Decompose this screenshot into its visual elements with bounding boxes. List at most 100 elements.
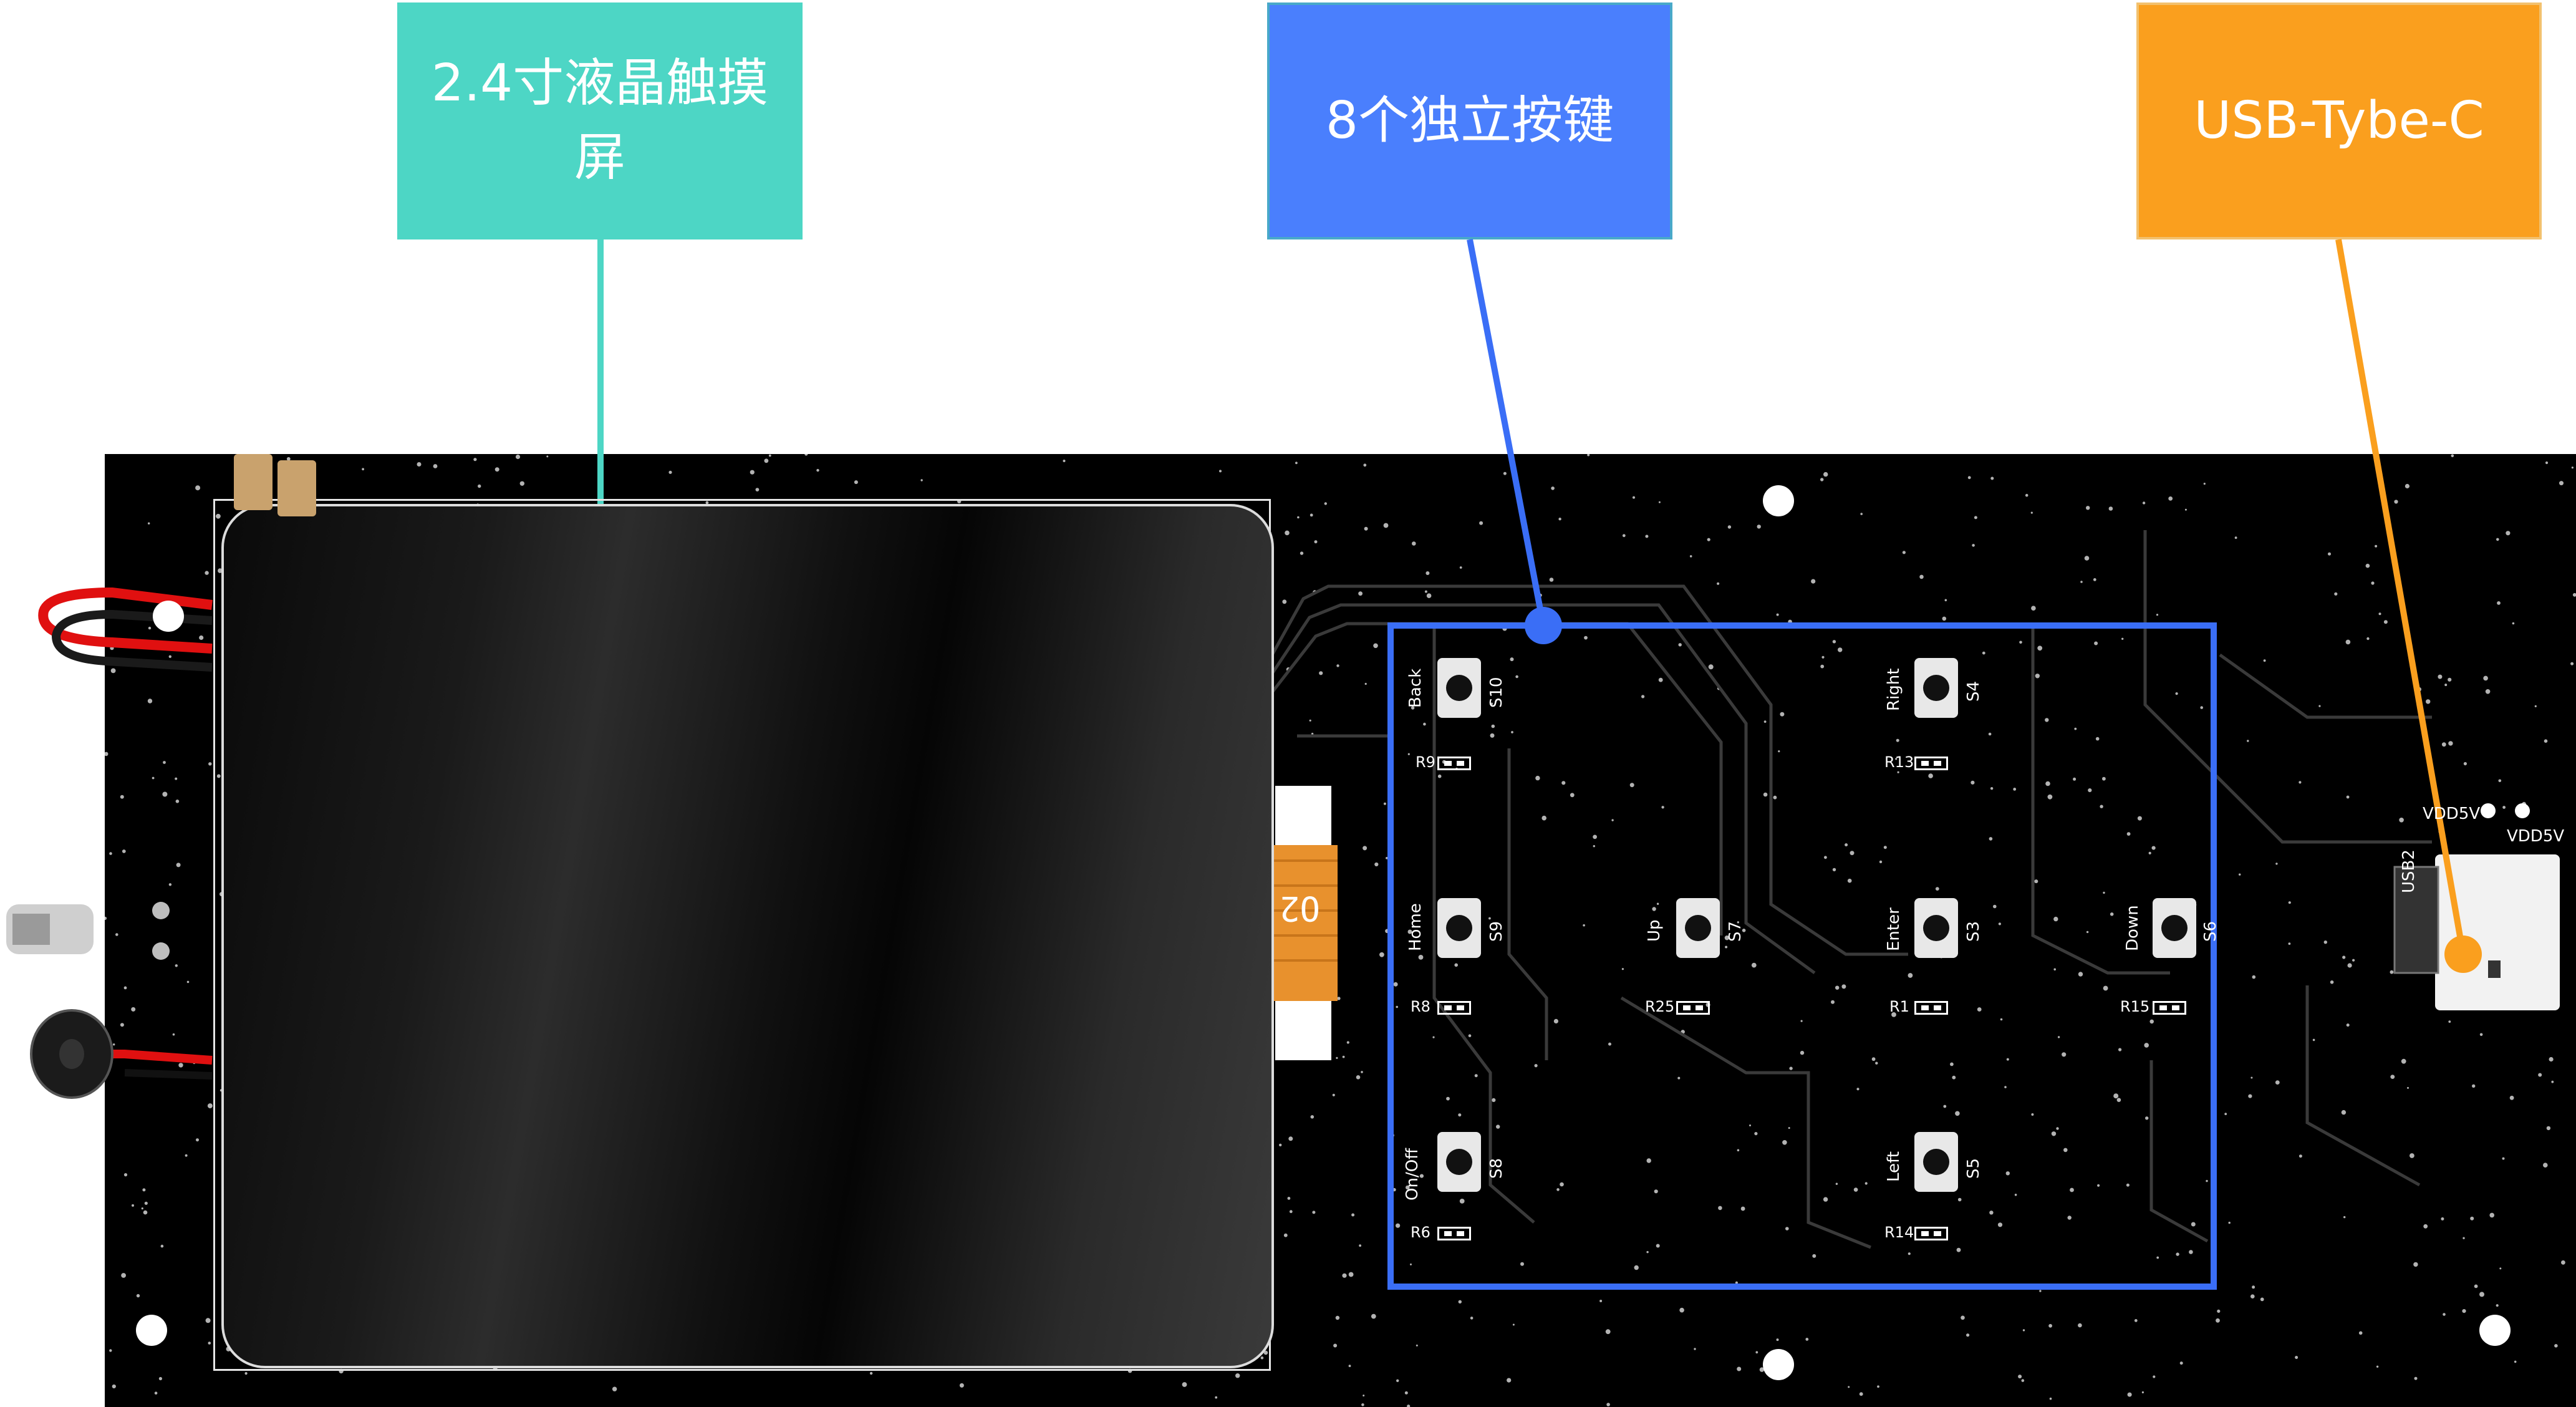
board-speckle	[1989, 1211, 1994, 1215]
board-speckle	[2365, 563, 2370, 568]
board-speckle	[2538, 1073, 2542, 1077]
board-speckle	[1454, 963, 1458, 967]
board-speckle	[2014, 1194, 2017, 1196]
board-speckle	[2019, 641, 2022, 644]
board-speckle	[2295, 1356, 2299, 1359]
board-speckle	[1295, 462, 1298, 465]
button-on-off[interactable]	[1437, 1132, 1481, 1192]
board-speckle	[2031, 1113, 2034, 1116]
board-speckle	[1629, 783, 1634, 788]
button-label: On/Off	[1403, 1148, 1422, 1201]
board-speckle	[1972, 544, 1975, 547]
board-speckle	[2037, 645, 2043, 651]
button-enter[interactable]	[1914, 898, 1958, 958]
board-speckle	[2127, 1392, 2132, 1397]
board-speckle	[2094, 641, 2098, 645]
board-speckle	[168, 883, 172, 886]
board-speckle	[1823, 1197, 1828, 1202]
button-right[interactable]	[1914, 658, 1958, 718]
board-speckle	[1379, 952, 1384, 957]
board-speckle	[2394, 500, 2398, 504]
board-speckle	[2378, 612, 2381, 616]
lcd-screen	[221, 504, 1274, 1368]
board-speckle	[2438, 674, 2443, 679]
board-speckle	[2252, 975, 2256, 979]
board-speckle	[1908, 1252, 1911, 1255]
board-speckle	[148, 626, 152, 630]
board-speckle	[1864, 1182, 1868, 1185]
board-speckle	[417, 462, 422, 467]
resistor	[1437, 757, 1471, 770]
board-speckle	[2078, 1323, 2082, 1328]
usb-net-label: VDD5V	[2507, 827, 2565, 846]
resistor-ref: R14	[1884, 1224, 1914, 1241]
board-speckle	[2144, 1043, 2149, 1048]
board-speckle	[1919, 574, 1924, 579]
board-speckle	[2110, 912, 2114, 916]
board-speckle	[2405, 483, 2410, 489]
board-speckle	[1312, 1211, 1316, 1214]
resistor	[1914, 1001, 1948, 1015]
board-speckle	[1707, 538, 1710, 541]
board-speckle	[1287, 1197, 1291, 1200]
board-speckle	[1490, 702, 1493, 705]
board-speckle	[115, 933, 118, 936]
board-speckle	[768, 454, 771, 457]
board-speckle	[2342, 955, 2346, 959]
button-down[interactable]	[2153, 898, 2196, 958]
board-speckle	[1583, 924, 1585, 927]
board-speckle	[2390, 970, 2394, 974]
board-speckle	[1740, 1206, 1745, 1211]
board-speckle	[2189, 1250, 2193, 1254]
board-speckle	[1860, 513, 1863, 515]
resistor-ref: R9	[1416, 753, 1435, 771]
switch-ref: S7	[1726, 921, 1745, 942]
board-speckle	[1977, 1007, 1982, 1012]
button-left[interactable]	[1914, 1132, 1958, 1192]
button-back[interactable]	[1437, 658, 1481, 718]
board-speckle	[2330, 980, 2334, 984]
board-speckle	[1553, 1018, 1558, 1023]
board-speckle	[1737, 921, 1739, 924]
board-speckle	[1611, 819, 1614, 821]
board-speckle	[1788, 1127, 1790, 1129]
button-home[interactable]	[1437, 898, 1481, 958]
board-speckle	[705, 501, 709, 505]
board-speckle	[2088, 788, 2092, 793]
button-up[interactable]	[1676, 898, 1720, 958]
board-speckle	[1551, 486, 1555, 490]
switch-ref: S9	[1487, 921, 1506, 942]
board-speckle	[1944, 599, 1947, 602]
board-speckle	[2151, 846, 2156, 850]
board-speckle	[1310, 1115, 1315, 1119]
board-speckle	[1411, 706, 1415, 710]
board-speckle	[2134, 1319, 2138, 1322]
board-speckle	[1587, 453, 1590, 457]
board-speckle	[2534, 705, 2537, 707]
board-speckle	[2376, 1365, 2379, 1368]
board-speckle	[2234, 536, 2237, 539]
board-speckle	[163, 761, 166, 764]
board-speckle	[2544, 739, 2548, 743]
board-speckle	[1605, 1329, 1611, 1335]
board-speckle	[764, 458, 769, 463]
board-speckle	[2228, 1221, 2231, 1224]
resistor-ref: R6	[1411, 1224, 1430, 1241]
board-speckle	[1534, 1064, 1538, 1068]
board-speckle	[1324, 502, 1327, 505]
board-speckle	[473, 458, 477, 462]
board-speckle	[103, 916, 107, 920]
board-speckle	[2483, 675, 2488, 681]
resistor-ref: R13	[1884, 753, 1914, 771]
board-speckle	[1789, 1066, 1793, 1070]
board-speckle	[2352, 959, 2355, 962]
board-speckle	[1412, 541, 1416, 546]
board-speckle	[218, 568, 223, 573]
board-speckle	[2145, 1116, 2149, 1120]
board-speckle	[2423, 1224, 2428, 1229]
board-speckle	[104, 752, 109, 757]
board-speckle	[1348, 1272, 1354, 1277]
board-speckle	[1310, 513, 1313, 517]
board-speckle	[2053, 916, 2058, 922]
board-speckle	[2390, 1075, 2395, 1079]
